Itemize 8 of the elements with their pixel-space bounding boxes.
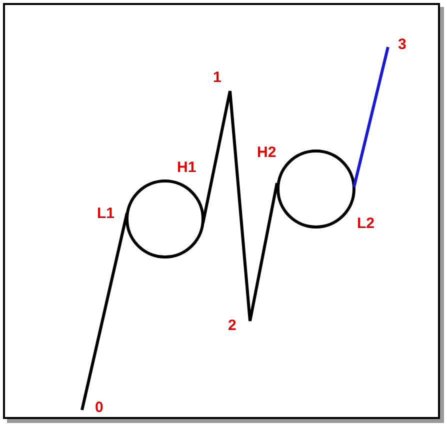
point-label: 2 [228,318,236,333]
point-label: 0 [95,400,104,415]
point-label: L1 [97,206,115,221]
point-label: 1 [213,70,222,85]
point-label: L2 [357,216,375,231]
point-label: H2 [257,145,276,160]
point-label: H1 [177,160,196,175]
point-label: 3 [398,37,406,52]
